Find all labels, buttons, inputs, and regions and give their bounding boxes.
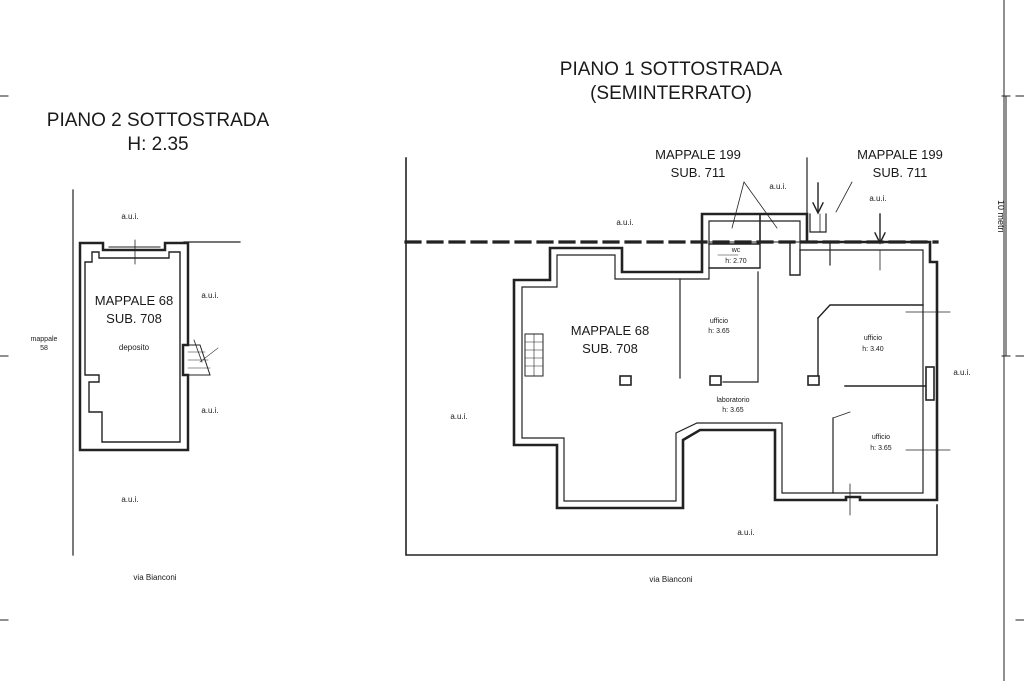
room-ufficio-2-label: ufficio: [863, 335, 883, 342]
left-plan-aui-right-bottom: a.u.i.: [201, 406, 219, 415]
right-plan-aui-right: a.u.i.: [953, 368, 971, 377]
room-ufficio-3-label: ufficio: [871, 434, 891, 441]
left-plan-height: H: 2.35: [127, 134, 189, 155]
left-plan-mappale: MAPPALE 68: [94, 293, 174, 308]
right-plan-aui-3: a.u.i.: [869, 194, 887, 203]
right-plan-aui-left: a.u.i.: [450, 412, 468, 421]
room-ufficio-2-height: h: 3.40: [862, 346, 884, 353]
left-plan-street: via Bianconi: [133, 573, 177, 582]
left-plan-aui-top: a.u.i.: [121, 212, 139, 221]
room-ufficio-1-height: h: 3.65: [708, 328, 730, 335]
left-plan-title: PIANO 2 SOTTOSTRADA: [46, 110, 270, 131]
room-ufficio-3-height: h: 3.65: [870, 445, 892, 452]
room-wc-label: wc: [731, 247, 741, 254]
right-plan-walls: [404, 157, 951, 556]
sub-711-label-a: SUB. 711: [670, 165, 726, 180]
entrance-arrows: [812, 182, 886, 245]
right-plan-subtitle: (SEMINTERRATO): [590, 83, 752, 104]
right-plan-street: via Bianconi: [649, 575, 693, 584]
left-plan-mappale-side: mappale: [30, 336, 58, 343]
room-laboratorio-label: laboratorio: [716, 397, 750, 404]
room-wc-height: h: 2.70: [725, 258, 747, 265]
right-plan-aui-1: a.u.i.: [616, 218, 634, 227]
sub-711-label-b: SUB. 711: [872, 165, 928, 180]
left-plan-aui-right-top: a.u.i.: [201, 291, 219, 300]
left-plan-mappale-side-number: 58: [40, 345, 48, 352]
room-ufficio-1-label: ufficio: [709, 318, 729, 325]
scale-bar: [1001, 95, 1011, 357]
mappale-199-label-a: MAPPALE 199: [655, 147, 741, 162]
scale-label: 10 metri: [996, 200, 1006, 233]
left-plan-walls: [72, 189, 241, 556]
left-plan-room-deposito: deposito: [118, 343, 150, 352]
right-plan-aui-bottom: a.u.i.: [737, 528, 755, 537]
room-laboratorio-height: h: 3.65: [722, 407, 744, 414]
right-plan-aui-2: a.u.i.: [769, 182, 787, 191]
left-plan-aui-bottom: a.u.i.: [121, 495, 139, 504]
left-plan-sub: SUB. 708: [106, 311, 162, 326]
right-plan-title: PIANO 1 SOTTOSTRADA: [559, 59, 783, 80]
mappale-199-label-b: MAPPALE 199: [857, 147, 943, 162]
right-plan-sub: SUB. 708: [582, 341, 638, 356]
right-plan-mappale: MAPPALE 68: [570, 323, 650, 338]
